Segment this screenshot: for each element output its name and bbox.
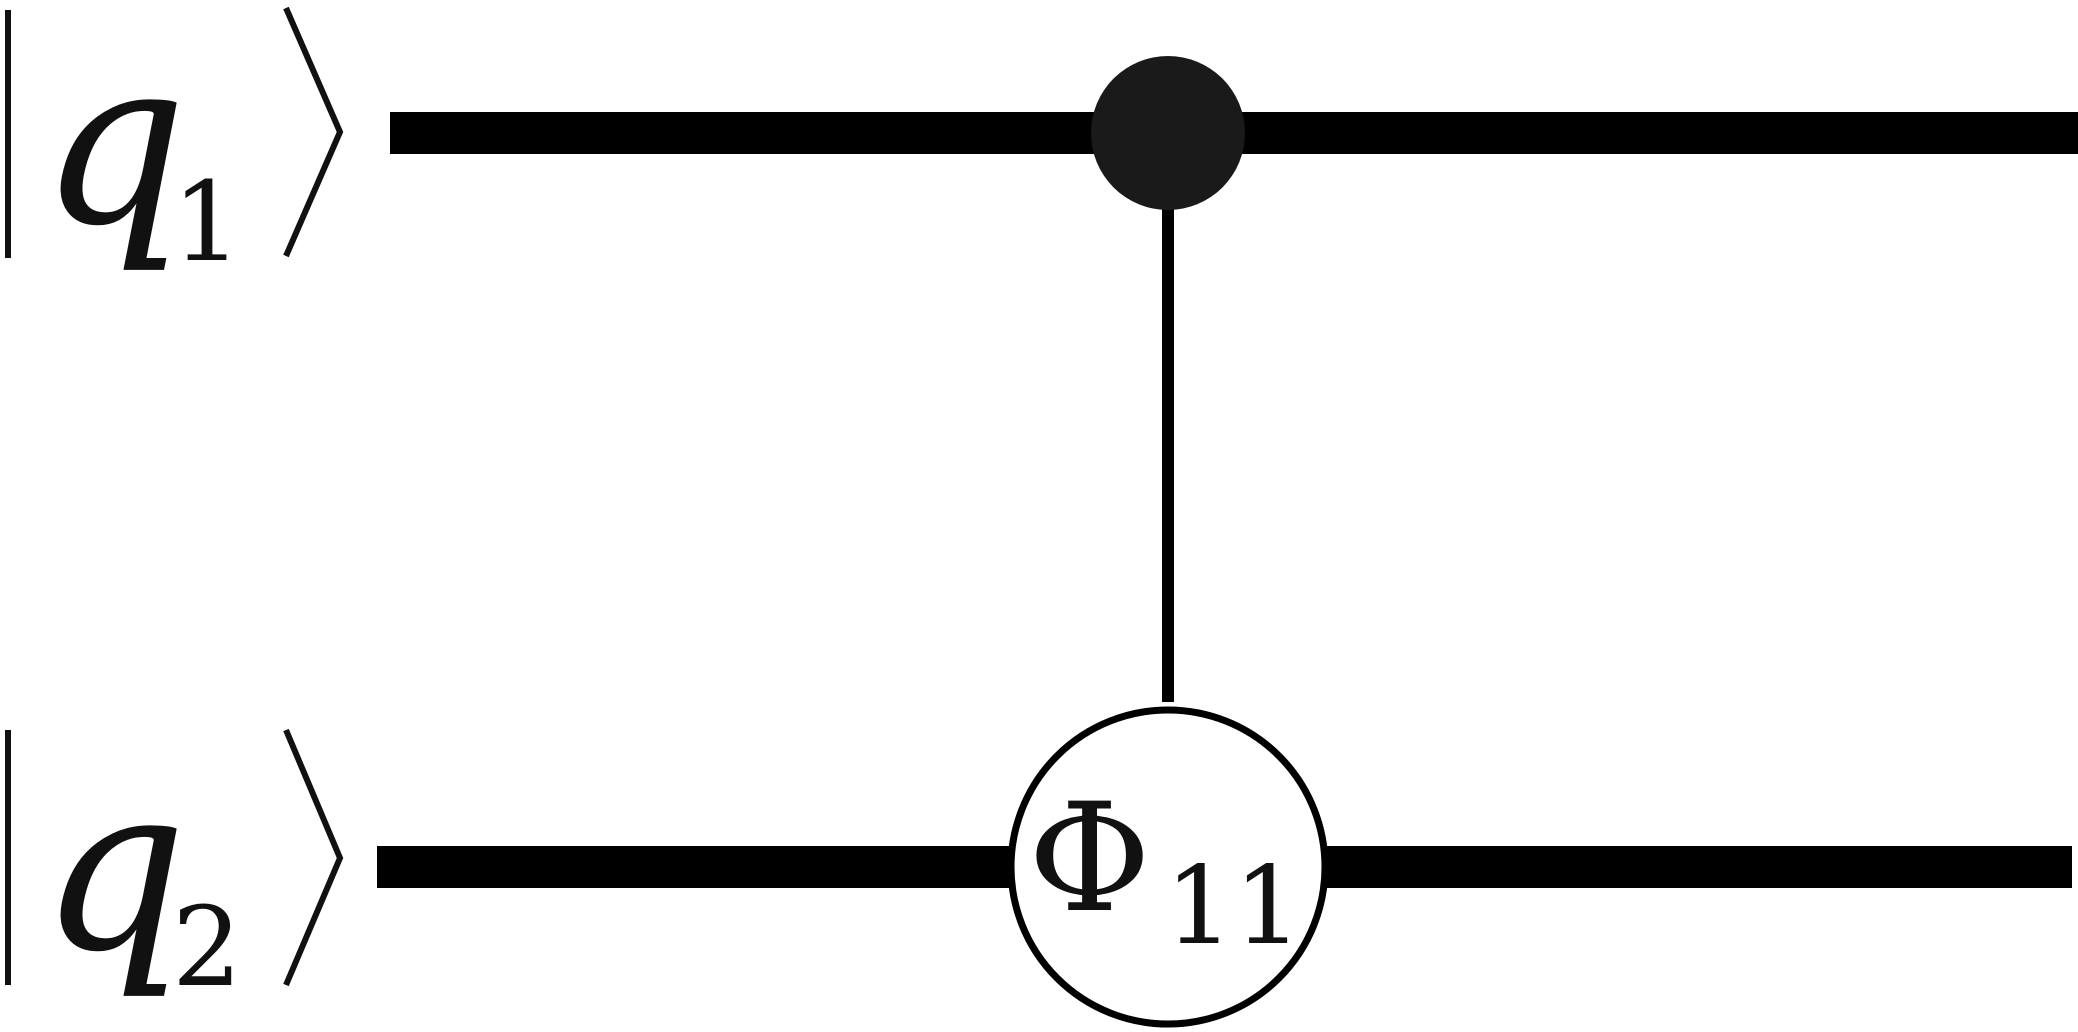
qubit-1-variable: q [40, 10, 187, 277]
qubit-1-ket-angle [283, 6, 344, 258]
qubit-1-subscript: 1 [172, 158, 242, 286]
qubit-2-variable: q [40, 736, 187, 1003]
phase-gate: Φ 11 [1007, 706, 1329, 1028]
control-dot [1091, 56, 1245, 210]
qubit-2-subscript: 2 [172, 883, 242, 1011]
qubit-1-ket-label: q 1 [5, 6, 344, 286]
phase-gate-symbol: Φ [1028, 772, 1151, 946]
phase-gate-circle [1007, 706, 1329, 1028]
phase-gate-subscript: 11 [1165, 844, 1302, 969]
qubit-2-ket-label: q 2 [5, 728, 344, 1011]
qubit-2-ket-angle [283, 728, 344, 987]
